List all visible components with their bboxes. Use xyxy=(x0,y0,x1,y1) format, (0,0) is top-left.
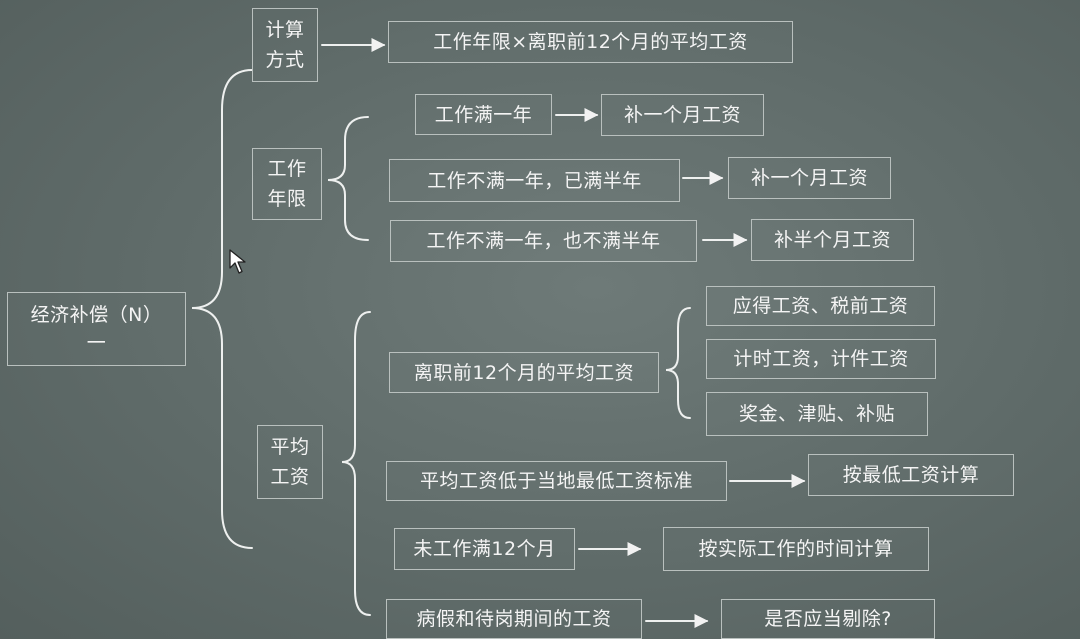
category-calc-method: 计算 方式 xyxy=(252,8,318,82)
wage-item-2: 计时工资，计件工资 xyxy=(706,339,936,379)
years-result-3: 补半个月工资 xyxy=(751,219,914,261)
wage-result-3: 是否应当剔除? xyxy=(721,599,935,639)
years-brace xyxy=(327,116,369,241)
wage-item-1: 应得工资、税前工资 xyxy=(706,286,935,326)
years-condition-1: 工作满一年 xyxy=(415,94,552,135)
root-node: 经济补偿（N） 一 xyxy=(7,292,186,366)
avg-wage-box: 离职前12个月的平均工资 xyxy=(389,352,659,393)
wage-brace xyxy=(341,311,371,616)
root-brace xyxy=(191,69,253,549)
calc-formula-box: 工作年限×离职前12个月的平均工资 xyxy=(388,21,793,63)
mouse-cursor-icon xyxy=(229,249,246,274)
wage-condition-1: 平均工资低于当地最低工资标准 xyxy=(386,461,727,501)
wage-result-2: 按实际工作的时间计算 xyxy=(663,527,929,571)
years-result-1: 补一个月工资 xyxy=(601,94,764,136)
wage-condition-2: 未工作满12个月 xyxy=(394,528,575,570)
wage-result-1: 按最低工资计算 xyxy=(808,454,1014,496)
years-condition-3: 工作不满一年，也不满半年 xyxy=(390,220,697,262)
avg-brace xyxy=(665,307,691,419)
wage-item-3: 奖金、津贴、补贴 xyxy=(706,392,928,436)
category-work-years: 工作 年限 xyxy=(252,148,322,220)
years-result-2: 补一个月工资 xyxy=(728,157,891,199)
years-condition-2: 工作不满一年，已满半年 xyxy=(389,159,680,202)
category-avg-wage: 平均 工资 xyxy=(257,425,323,499)
wage-condition-3: 病假和待岗期间的工资 xyxy=(386,599,642,639)
